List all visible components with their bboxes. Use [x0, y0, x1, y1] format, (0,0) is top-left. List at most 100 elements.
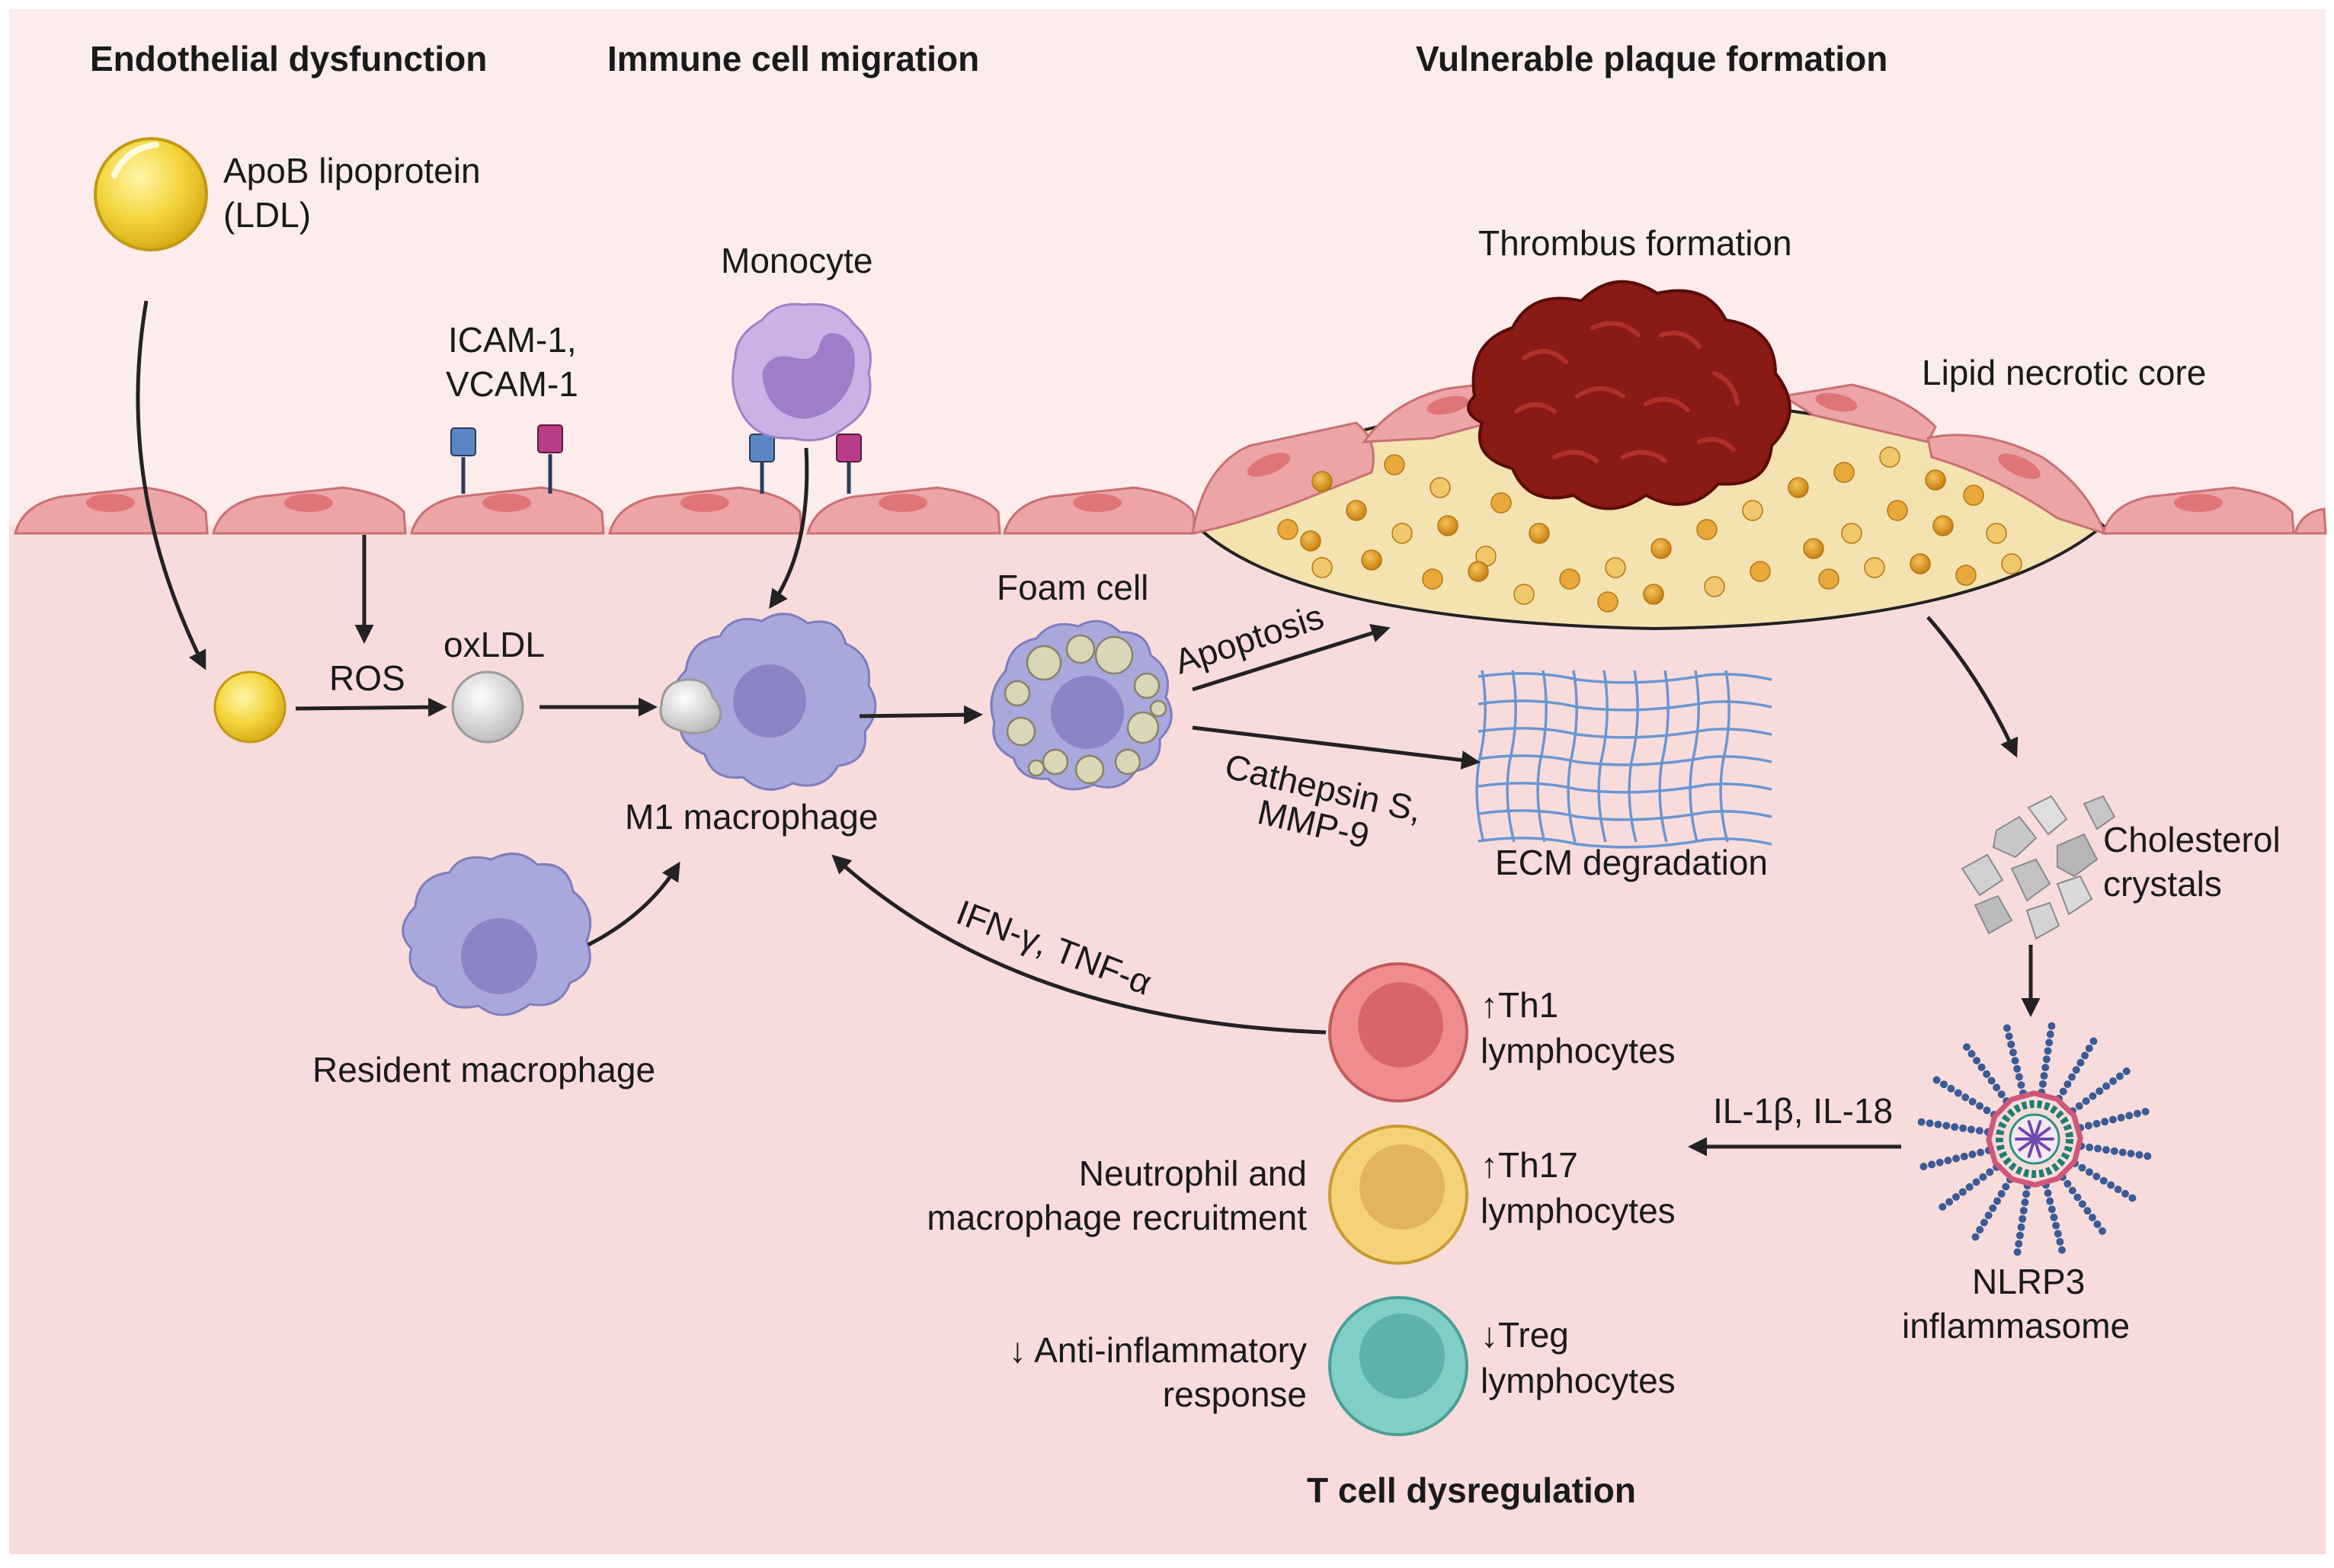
endothelial-nucleus — [680, 494, 729, 512]
lipid-droplet — [1391, 523, 1413, 544]
nlrp3-bead — [2141, 1107, 2150, 1115]
thrombus — [1467, 280, 1791, 510]
nlrp3-bead — [1987, 1077, 1996, 1085]
nlrp3-bead — [1977, 1063, 1986, 1071]
foam-droplet — [1026, 645, 1062, 681]
adhesion-receptors — [450, 424, 862, 494]
nlrp3-bead — [1976, 1226, 1984, 1234]
lipid-droplet — [1986, 523, 2007, 544]
nlrp3-bead — [2041, 1064, 2050, 1072]
nlrp3-bead — [2068, 1073, 2076, 1081]
nlrp3-bead — [2144, 1152, 2152, 1160]
nlrp3-bead — [2015, 1073, 2023, 1081]
nlrp3-bead — [2110, 1147, 2118, 1155]
label-ecm-degradation: ECM degradation — [1495, 843, 1768, 882]
label-oxldl: oxLDL — [443, 625, 545, 664]
nlrp3-bead — [1926, 1119, 1934, 1128]
nlrp3-bead — [1935, 1158, 1944, 1166]
ecm-fiber-horizontal — [1478, 672, 1772, 684]
nlrp3-bead — [1958, 1188, 1967, 1196]
nlrp3-ring-segment — [2031, 1090, 2060, 1102]
label-foam-cell: Foam cell — [997, 568, 1148, 607]
nlrp3-bead — [2017, 1081, 2025, 1090]
treg-nucleus — [1359, 1314, 1445, 1399]
label-vcam: VCAM-1 — [446, 364, 578, 404]
nlrp3-bead — [2093, 1220, 2102, 1228]
lipid-droplet — [1384, 454, 1405, 475]
endothelial-nucleus — [1815, 392, 1858, 412]
m1-nucleus — [733, 664, 806, 738]
nlrp3-bead — [2125, 1112, 2134, 1120]
nlrp3-bead — [1993, 1083, 2001, 1092]
nlrp3-bead — [2021, 1198, 2029, 1207]
nlrp3-bead — [1980, 1218, 1988, 1227]
lipid-droplet — [1750, 561, 1771, 582]
label-nlrp3: NLRP3 — [1972, 1262, 2085, 1301]
endothelial-nucleus — [879, 494, 927, 512]
nlrp3-bead — [2082, 1097, 2090, 1106]
nlrp3-bead — [2118, 1148, 2127, 1157]
label-th17-lymphocytes: lymphocytes — [1481, 1191, 1676, 1230]
ecm-fiber-horizontal — [1478, 699, 1772, 712]
nlrp3-ring-segment — [1986, 1137, 1998, 1165]
nlrp3-ring-segment — [1986, 1114, 1997, 1142]
nlrp3-bead — [1954, 1089, 1962, 1097]
nlrp3-bead — [1917, 1118, 1926, 1126]
nlrp3-bead — [2095, 1087, 2104, 1096]
nlrp3-bead — [1983, 1070, 1991, 1078]
nlrp3-bead — [2099, 1176, 2108, 1185]
nlrp3-bead — [1960, 1152, 1968, 1160]
lipid-droplet — [1605, 557, 1626, 578]
th17-nucleus — [1359, 1144, 1445, 1230]
lipid-droplet — [1311, 557, 1333, 578]
nlrp3-bead — [2078, 1163, 2086, 1172]
nlrp3-bead — [2078, 1200, 2086, 1208]
nlrp3-bead — [1939, 1203, 1947, 1211]
nlrp3-bead — [2042, 1055, 2051, 1064]
cholesterol-crystals-icon — [1961, 795, 2116, 940]
nlrp3-bead — [2075, 1102, 2083, 1110]
lipid-droplet — [1300, 530, 1321, 552]
lipid-droplet — [1513, 584, 1535, 605]
lipid-droplet — [1559, 568, 1580, 590]
nlrp3-bead — [1975, 1127, 1983, 1135]
nlrp3-bead — [2013, 1064, 2022, 1073]
nlrp3-inflammasome-icon — [1917, 1022, 2152, 1256]
nlrp3-bead — [2128, 1194, 2137, 1202]
lipid-droplet — [2001, 553, 2022, 574]
engulfed-oxldl — [659, 678, 722, 734]
nlrp3-bead — [2102, 1146, 2110, 1154]
nlrp3-ring-segment — [2032, 1176, 2060, 1188]
label-inflammasome: inflammasome — [1902, 1306, 2130, 1346]
label-treg: ↓Treg — [1481, 1315, 1569, 1355]
nlrp3-bead — [2081, 1051, 2089, 1060]
endothelial-nucleus — [1998, 453, 2041, 479]
nlrp3-bead — [1947, 1084, 1955, 1093]
foam-droplet — [1126, 711, 1160, 744]
nlrp3-bead — [1945, 1198, 1954, 1206]
ecm-fiber-vertical — [1506, 670, 1517, 843]
nlrp3-bead — [1967, 1050, 1976, 1058]
ecm-mesh — [1475, 670, 1772, 849]
label-resident-macrophage: Resident macrophage — [312, 1050, 655, 1090]
nlrp3-inner-ring — [1996, 1100, 2073, 1178]
nlrp3-bead — [1928, 1160, 1936, 1169]
ldl-highlight — [111, 142, 159, 178]
lipid-droplet — [1833, 462, 1855, 483]
nlrp3-bead — [1944, 1157, 1952, 1165]
nlrp3-bead — [1965, 1182, 1974, 1191]
nlrp3-bead — [2122, 1067, 2131, 1075]
nlrp3-bead — [2094, 1144, 2102, 1153]
nlrp3-bead — [1983, 1106, 1991, 1115]
lipid-droplet — [1277, 519, 1298, 540]
lipid-droplet — [1955, 565, 1977, 586]
arrow-core-to-crystals — [1926, 616, 2019, 758]
nlrp3-bead — [2047, 1205, 2056, 1214]
nlrp3-bead — [2044, 1189, 2052, 1197]
arrow-th1-to-macrophage — [831, 854, 1327, 1035]
nlrp3-bead — [2046, 1030, 2054, 1038]
nlrp3-bead — [2127, 1150, 2135, 1158]
nlrp3-bead — [2121, 1189, 2130, 1198]
foam-droplet — [1133, 672, 1161, 699]
nlrp3-bead — [2072, 1066, 2080, 1074]
